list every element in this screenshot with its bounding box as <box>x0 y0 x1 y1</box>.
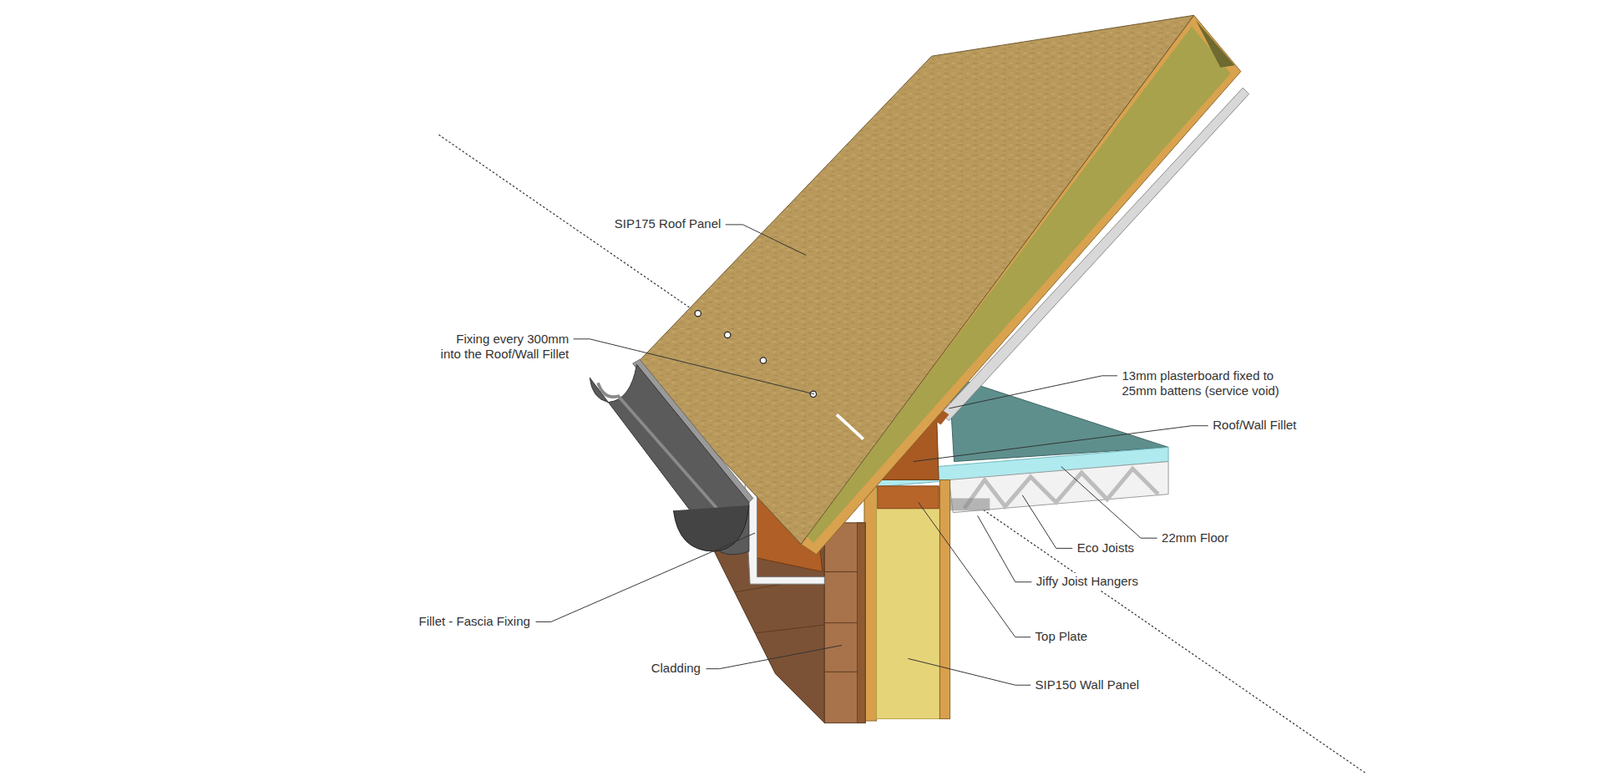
gutter-end <box>673 505 749 552</box>
gutter-body <box>589 364 750 555</box>
part-label: SIP150 Wall Panel <box>1032 676 1143 694</box>
joist-hanger <box>948 498 990 512</box>
eco-joist <box>948 461 1169 513</box>
wall-insulation <box>876 487 941 719</box>
cladding-batten <box>856 522 866 724</box>
joist-truss <box>964 468 1159 509</box>
fixing-screw <box>836 414 864 439</box>
leader-lines <box>536 224 1209 685</box>
top-plate <box>877 486 939 509</box>
note-label: Fixing every 300mm into the Roof/Wall Fi… <box>434 330 572 365</box>
roof-section-shade <box>1195 20 1235 67</box>
part-label: Roof/Wall Fillet <box>1210 416 1299 435</box>
part-label: 22mm Floor <box>1159 529 1231 547</box>
wall-osb-inner <box>939 480 950 719</box>
fixings <box>694 310 816 398</box>
part-label: Eco Joists <box>1074 539 1137 557</box>
part-label: Top Plate <box>1032 627 1091 646</box>
part-label: Fillet - Fascia Fixing <box>415 612 532 631</box>
wall-osb-outer <box>864 480 877 721</box>
cladding-boards <box>734 572 866 673</box>
part-label: Cladding <box>648 659 704 678</box>
part-label: SIP175 Roof Panel <box>612 215 725 233</box>
part-label: 13mm plasterboard fixed to 25mm battens … <box>1118 367 1287 401</box>
part-label: Jiffy Joist Hangers <box>1033 572 1141 591</box>
